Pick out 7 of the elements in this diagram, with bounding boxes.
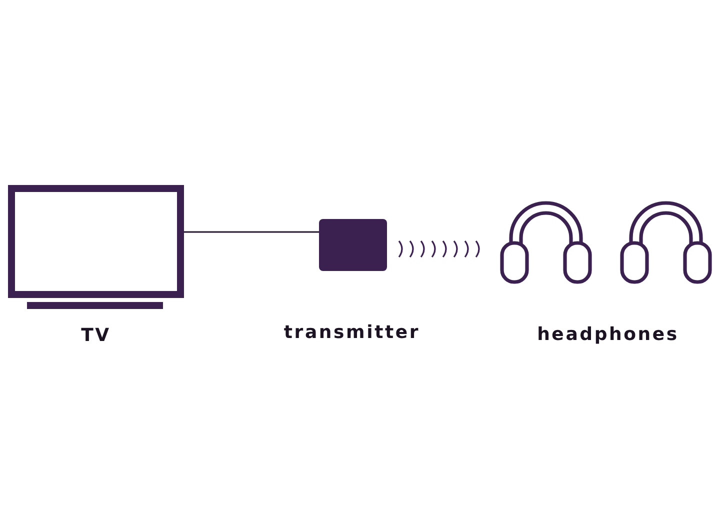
device-label: TV [81,325,111,347]
headphones-icon [500,198,712,284]
device-label: headphones [537,324,679,346]
cable-line [184,231,319,233]
tv-screen [8,185,184,298]
transmitter-box [319,219,387,271]
device-label: transmitter [284,322,420,344]
